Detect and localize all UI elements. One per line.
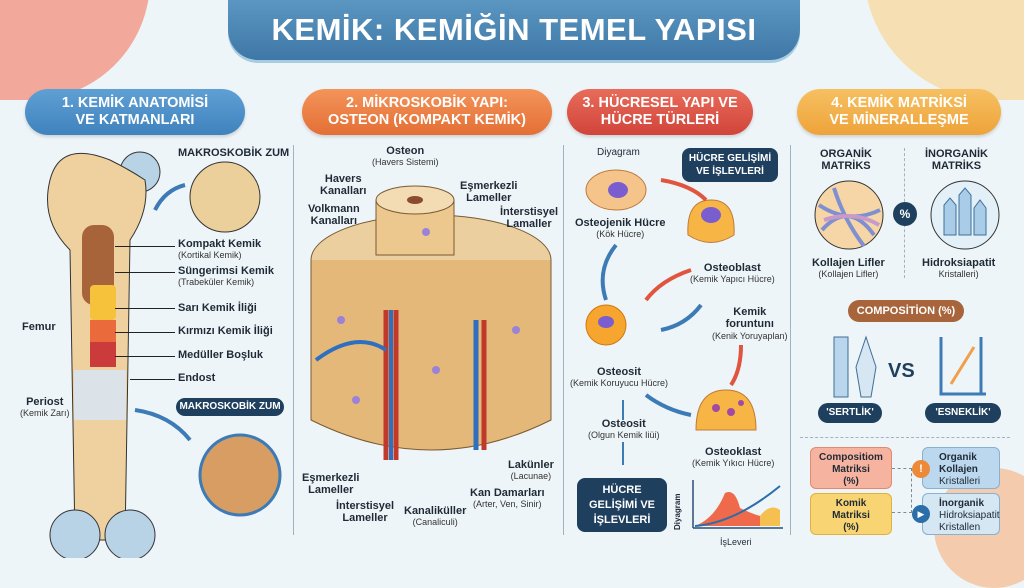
section-title: VE MİNERALLEŞME (829, 112, 969, 128)
cell-cycle-illustration (585, 169, 757, 465)
label-diagram: Diyagram (597, 147, 640, 158)
label-osteoclast: Osteoklast(Kemik Yıkıcı Hücre) (692, 446, 775, 468)
label-osteogenic-cell: Osteojenik Hücre(Kök Hücre) (575, 217, 666, 239)
label-spongy-bone: Süngerimsi Kemik(Trabeküler Kemik) (178, 265, 274, 287)
leader-line (115, 356, 175, 357)
mini-chart-x-label: İşLeveri (720, 537, 752, 547)
title-banner: KEMİK: KEMİĞİN TEMEL YAPISI (228, 0, 800, 60)
leader-line (130, 379, 175, 380)
hardness-badge: 'SERTLİK' (818, 403, 882, 423)
leader-line (115, 308, 175, 309)
connector-line (892, 468, 912, 513)
percent-icon: % (893, 202, 917, 226)
section-title: VE KATMANLARI (75, 112, 195, 128)
decor-blob-left (0, 0, 150, 100)
divider (563, 145, 564, 535)
decor-blob-right (864, 0, 1024, 100)
section-header-microscopic: 2. MİKROSKOBİK YAPI:OSTEON (KOMPAKT KEMİ… (302, 89, 552, 135)
leader-line (115, 246, 175, 247)
leader-line (115, 272, 175, 273)
osteon-illustration (310, 185, 552, 460)
section-title: 1. KEMİK ANATOMİSİ (61, 95, 209, 111)
divider (293, 145, 294, 535)
label-lacunae: Lakünler(Lacunae) (508, 459, 554, 481)
label-endost: Endost (178, 372, 216, 384)
label-medullary-cavity: Medüller Boşluk (178, 349, 263, 361)
label-periost: Periost(Kemik Zarı) (20, 396, 70, 418)
zoom-title-top: MAKROSKOBİK ZUM (178, 147, 290, 159)
label-compact-bone: Kompakt Kemik(Kortikal Kemik) (178, 238, 262, 260)
alert-icon: ! (912, 460, 930, 478)
mini-chart (692, 480, 783, 529)
label-blood-vessels: Kan Damarları(Arter, Ven, Sinir) (470, 487, 545, 509)
flexibility-badge: 'ESNEKLİK' (925, 403, 1001, 423)
label-canaliculi: Kanaliküller(Canaliculi) (404, 505, 467, 527)
label-femur: Femur (22, 321, 56, 333)
matrix-illustrations (814, 180, 1000, 250)
composition-badge: COMPOSİTİON (%) (848, 300, 964, 322)
page-title: KEMİK: KEMİĞİN TEMEL YAPISI (271, 12, 757, 47)
label-osteocyte: Osteosit(Kemik Koruyucu Hücre) (570, 366, 669, 388)
divider (790, 145, 791, 535)
label-collagen-fibers: Kollajen Lifler(Kollajen Lifler) (812, 257, 885, 279)
label-osteon: Osteon(Havers Sistemi) (372, 145, 439, 167)
femur-illustration (47, 151, 282, 558)
play-icon: ▶ (912, 505, 930, 523)
label-red-marrow: Kırmızı Kemik İliği (178, 325, 273, 337)
divider-dashed (800, 437, 1010, 438)
hardness-flexibility-illustration (833, 335, 986, 398)
section-title: OSTEON (KOMPAKT KEMİK) (328, 112, 526, 128)
section-title: 3. HÜCRESEL YAPI VE (582, 95, 738, 111)
section-title: 2. MİKROSKOBİK YAPI: (346, 95, 508, 111)
leader-line (115, 332, 175, 333)
section-title: 4. KEMİK MATRİKSİ (831, 95, 967, 111)
vs-label: VS (888, 360, 915, 382)
mini-chart-y-label: Diyagram (673, 493, 682, 530)
label-osteocyte-mature: Osteosit(Olgun Kemik Iiüi) (588, 418, 660, 440)
label-yellow-marrow: Sarı Kemik İliği (178, 302, 257, 314)
label-osteoblast: Osteoblast(Kemik Yapıcı Hücre) (690, 262, 775, 284)
section-title: HÜCRE TÜRLERİ (600, 112, 720, 128)
zoom-badge-bottom: MAKROSKOBİK ZUM (176, 398, 284, 416)
